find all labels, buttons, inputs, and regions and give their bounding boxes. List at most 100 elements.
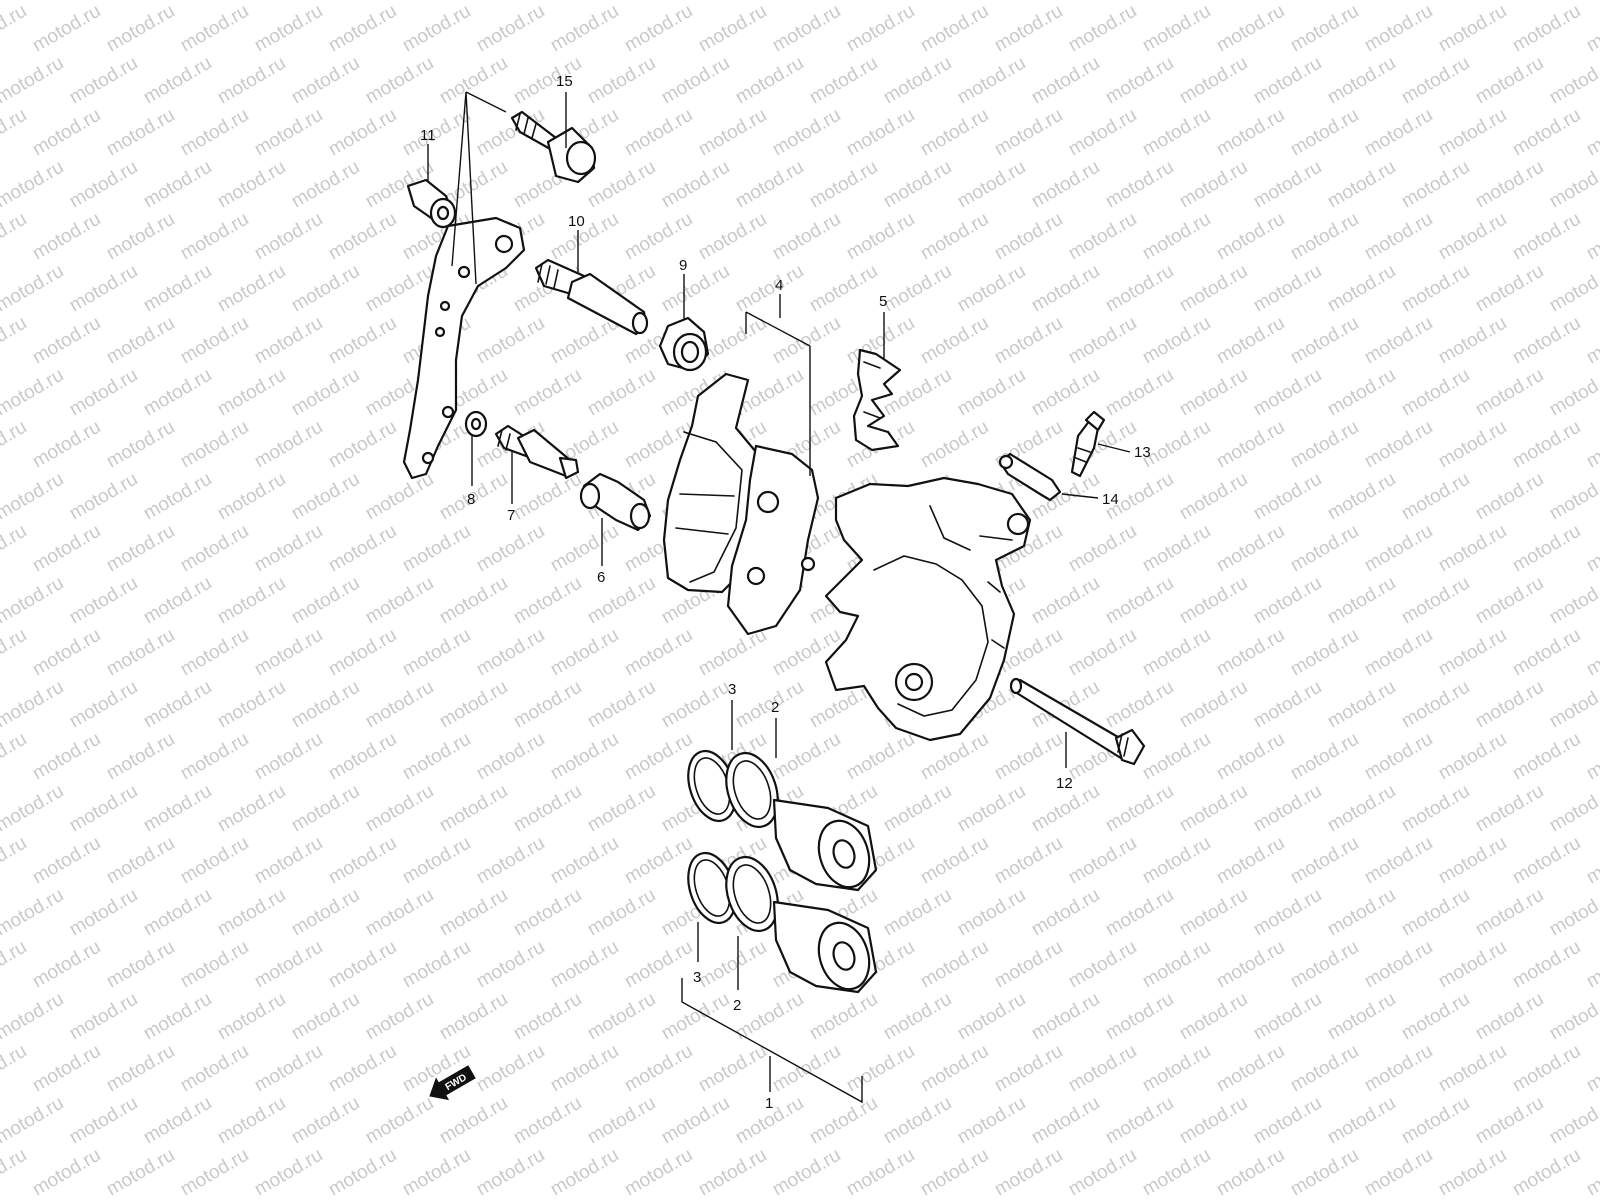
watermark-text: motod.ru [399, 1145, 474, 1200]
watermark-text: motod.ru [1472, 365, 1547, 421]
watermark-text: motod.ru [473, 625, 548, 681]
watermark-text: motod.ru [1509, 937, 1584, 993]
watermark-text: motod.ru [991, 209, 1066, 265]
watermark-text: motod.ru [1398, 261, 1473, 317]
watermark-text: motod.ru [399, 1, 474, 57]
watermark-text: motod.ru [769, 209, 844, 265]
watermark-text: motod.ru [214, 885, 289, 941]
watermark-text: motod.ru [1435, 521, 1510, 577]
watermark-text: motod.ru [1361, 209, 1436, 265]
callout-13: 13 [1134, 444, 1151, 461]
watermark-text: motod.ru [0, 469, 67, 525]
watermark-text: motod.ru [917, 105, 992, 161]
watermark-text: motod.ru [1176, 157, 1251, 213]
watermark-text: motod.ru [1472, 573, 1547, 629]
watermark-text: motod.ru [140, 53, 215, 109]
watermark-text: motod.ru [880, 781, 955, 837]
watermark-text: motod.ru [1028, 365, 1103, 421]
watermark-text: motod.ru [1472, 53, 1547, 109]
watermark-text: motod.ru [1546, 157, 1600, 213]
watermark-text: motod.ru [880, 157, 955, 213]
watermark-text: motod.ru [140, 261, 215, 317]
watermark-text: motod.ru [880, 0, 955, 4]
watermark-text: motod.ru [1287, 1145, 1362, 1200]
callout-1: 1 [765, 1095, 773, 1112]
watermark-text: motod.ru [66, 365, 141, 421]
callout-14: 14 [1102, 491, 1119, 508]
watermark-text: motod.ru [29, 625, 104, 681]
watermark-text: motod.ru [1472, 0, 1547, 4]
watermark-text: motod.ru [288, 469, 363, 525]
part-15-flange-bolt [510, 110, 597, 184]
watermark-text: motod.ru [177, 417, 252, 473]
watermark-text: motod.ru [1509, 417, 1584, 473]
watermark-text: motod.ru [547, 209, 622, 265]
watermark-text: motod.ru [436, 885, 511, 941]
watermark-text: motod.ru [325, 209, 400, 265]
watermark-text: motod.ru [1472, 157, 1547, 213]
watermark-text: motod.ru [1250, 677, 1325, 733]
watermark-text: motod.ru [658, 677, 733, 733]
watermark-text: motod.ru [769, 729, 844, 785]
watermark-text: motod.ru [1509, 833, 1584, 889]
watermark-text: motod.ru [66, 781, 141, 837]
watermark-text: motod.ru [954, 885, 1029, 941]
watermark-text: motod.ru [991, 1041, 1066, 1097]
watermark-text: motod.ru [1361, 105, 1436, 161]
watermark-text: motod.ru [1250, 885, 1325, 941]
watermark-text: motod.ru [954, 1093, 1029, 1149]
watermark-text: motod.ru [695, 625, 770, 681]
watermark-text: motod.ru [214, 261, 289, 317]
watermark-text: motod.ru [991, 833, 1066, 889]
watermark-text: motod.ru [1546, 989, 1600, 1045]
watermark-text: motod.ru [510, 1093, 585, 1149]
watermark-text: motod.ru [251, 105, 326, 161]
watermark-text: motod.ru [436, 573, 511, 629]
watermark-text: motod.ru [1435, 1145, 1510, 1200]
watermark-text: motod.ru [843, 729, 918, 785]
watermark-text: motod.ru [0, 521, 30, 577]
watermark-text: motod.ru [1361, 937, 1436, 993]
watermark-text: motod.ru [288, 989, 363, 1045]
watermark-text: motod.ru [1176, 781, 1251, 837]
watermark-text: motod.ru [732, 261, 807, 317]
watermark-text: motod.ru [325, 105, 400, 161]
watermark-text: motod.ru [1176, 573, 1251, 629]
watermark-text: motod.ru [288, 261, 363, 317]
watermark-text: motod.ru [584, 885, 659, 941]
watermark-text: motod.ru [1139, 625, 1214, 681]
watermark-text: motod.ru [621, 625, 696, 681]
part-7-bolt [494, 424, 580, 480]
watermark-text: motod.ru [362, 0, 437, 4]
watermark-text: motod.ru [0, 1, 30, 57]
watermark-text: motod.ru [1509, 521, 1584, 577]
watermark-text: motod.ru [29, 1, 104, 57]
callout-3-top: 3 [728, 681, 736, 698]
watermark-text: motod.ru [991, 313, 1066, 369]
callout-3-bottom: 3 [693, 969, 701, 986]
watermark-text: motod.ru [954, 261, 1029, 317]
watermark-text: motod.ru [1176, 261, 1251, 317]
watermark-text: motod.ru [140, 1093, 215, 1149]
watermark-text: motod.ru [843, 1041, 918, 1097]
watermark-text: motod.ru [1176, 53, 1251, 109]
watermark-text: motod.ru [991, 1145, 1066, 1200]
watermark-text: motod.ru [0, 1093, 67, 1149]
watermark-text: motod.ru [1102, 261, 1177, 317]
watermark-text: motod.ru [1176, 0, 1251, 4]
watermark-text: motod.ru [510, 989, 585, 1045]
watermark-text: motod.ru [1102, 0, 1177, 4]
watermark-text: motod.ru [288, 365, 363, 421]
watermark-text: motod.ru [436, 677, 511, 733]
watermark-text: motod.ru [1546, 365, 1600, 421]
watermark-text: motod.ru [1361, 313, 1436, 369]
watermark-text: motod.ru [29, 209, 104, 265]
watermark-text: motod.ru [843, 1145, 918, 1200]
watermark-text: motod.ru [1324, 53, 1399, 109]
watermark-text: motod.ru [66, 1093, 141, 1149]
mounting-bracket [402, 216, 526, 480]
watermark-text: motod.ru [584, 1093, 659, 1149]
watermark-text: motod.ru [66, 573, 141, 629]
watermark-text: motod.ru [1583, 729, 1600, 785]
watermark-text: motod.ru [29, 417, 104, 473]
